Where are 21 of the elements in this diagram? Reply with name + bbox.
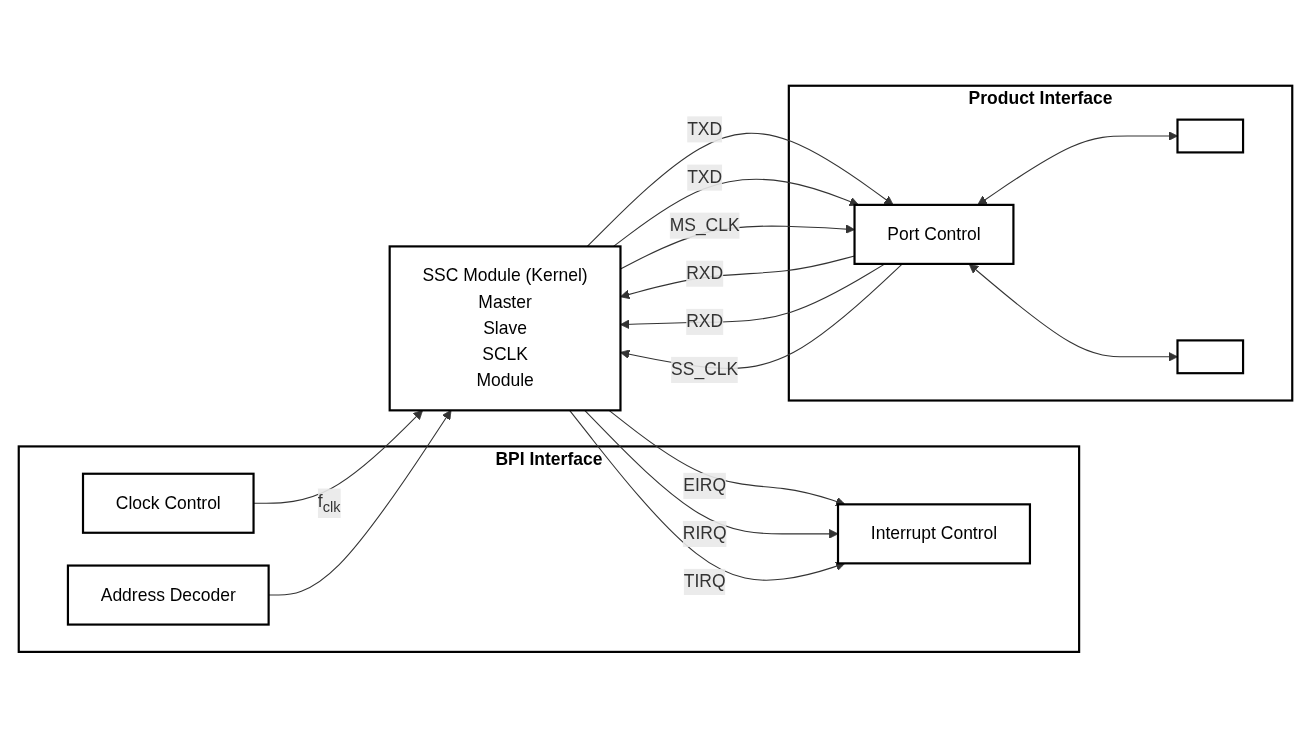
edge-label: f$_{clk}$	[317, 491, 341, 515]
node-box: Clock Control	[81, 472, 255, 534]
edge-label: RXD	[686, 263, 724, 283]
node-box	[1176, 118, 1245, 154]
arrow	[968, 263, 1178, 362]
arrow	[586, 132, 894, 247]
node-box: Address Decoder	[66, 564, 270, 626]
node-box: Interrupt Control	[836, 502, 1032, 565]
node-box: SSC Module (Kernel) Master Slave SCLK Module	[388, 245, 622, 412]
node-box: Port Control	[853, 203, 1015, 265]
arrow	[977, 130, 1178, 205]
edge-label: RXD	[686, 311, 724, 331]
edge-label: TXD	[687, 167, 723, 186]
edge-label: TXD	[687, 119, 723, 138]
edge-label: RIRQ	[682, 523, 727, 543]
edge-label: EIRQ	[683, 475, 727, 495]
edge-label: TIRQ	[683, 571, 726, 591]
edge-label: MS_CLK	[669, 215, 740, 235]
edge-label: SS_CLK	[671, 359, 739, 379]
node-box	[1176, 339, 1245, 374]
arrow	[613, 178, 860, 247]
